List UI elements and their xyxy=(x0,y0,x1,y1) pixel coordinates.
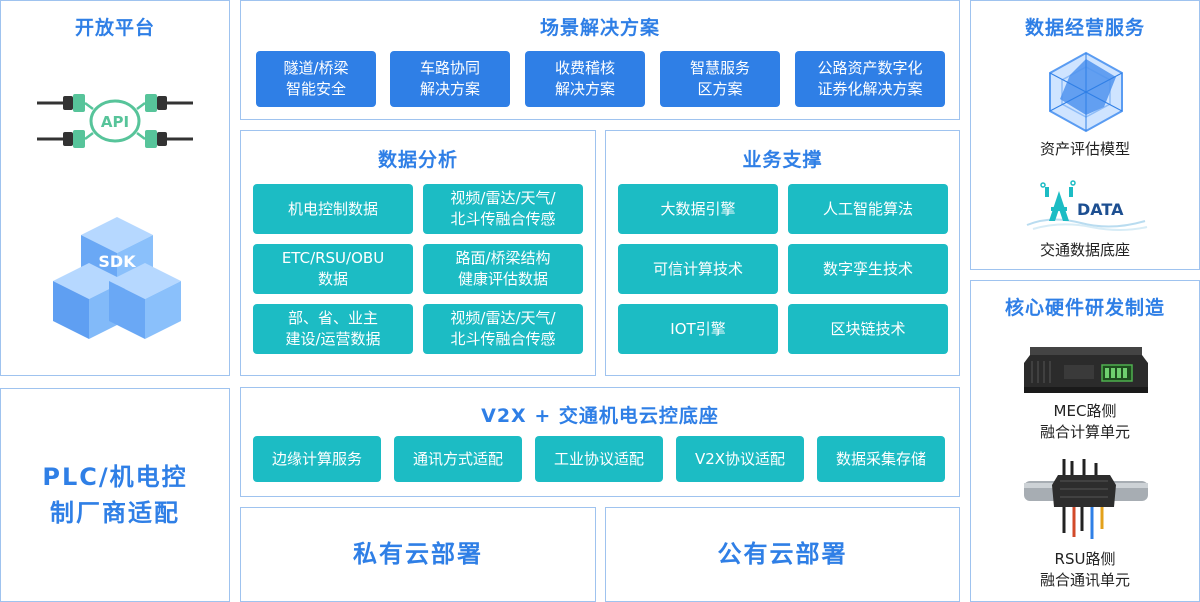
v2x-tile-industrial-protocol: 工业协议适配 xyxy=(535,436,663,482)
analysis-tile-4: 路面/桥梁结构 健康评估数据 xyxy=(423,244,583,294)
v2x-tile-edge-computing: 边缘计算服务 xyxy=(253,436,381,482)
business-support-title: 业务支撑 xyxy=(742,149,823,171)
mec-unit-label: MEC路侧 融合计算单元 xyxy=(1039,402,1130,441)
mec-device-icon xyxy=(1024,347,1148,393)
data-analysis-panel: 数据分析 机电控制数据 视频/雷达/天气/ 北斗传融合传感 ETC/RSU/OB… xyxy=(240,130,596,376)
data-platform-icon: DATA xyxy=(1026,180,1148,231)
private-cloud-panel: 私有云部署 xyxy=(240,507,596,602)
v2x-tile-v2x-protocol: V2X协议适配 xyxy=(676,436,804,482)
scenario-tile-service-area: 智慧服务 区方案 xyxy=(660,51,780,107)
public-cloud-label: 公有云部署 xyxy=(717,540,848,568)
support-tile-1: 大数据引擎 xyxy=(618,184,778,234)
analysis-tile-2: 视频/雷达/天气/ 北斗传融合传感 xyxy=(423,184,583,234)
support-tile-6: 区块链技术 xyxy=(788,304,948,354)
data-ops-panel: 数据经营服务 资产评估模型 DATA 交通数据底座 xyxy=(970,0,1200,270)
v2x-base-panel: V2X + 交通机电云控底座 边缘计算服务 通讯方式适配 工业协议适配 V2X协… xyxy=(240,387,960,497)
open-platform-panel: 开放平台 API xyxy=(0,0,230,376)
support-tile-4: 数字孪生技术 xyxy=(788,244,948,294)
plc-adapter-title: PLC/机电控 制厂商适配 xyxy=(42,463,188,527)
hardware-panel: 核心硬件研发制造 MEC路侧 融合计算单元 xyxy=(970,280,1200,602)
v2x-tile-comm-adapter: 通讯方式适配 xyxy=(394,436,522,482)
analysis-tile-3: ETC/RSU/OBU 数据 xyxy=(253,244,413,294)
scenario-tile-asset-securitization: 公路资产数字化 证券化解决方案 xyxy=(795,51,945,107)
traffic-data-base-label: 交通数据底座 xyxy=(1039,241,1130,259)
api-plug-icon: API xyxy=(37,94,193,148)
data-logo-text: DATA xyxy=(1077,200,1124,219)
support-tile-5: IOT引擎 xyxy=(618,304,778,354)
scenario-tile-toll-audit: 收费稽核 解决方案 xyxy=(525,51,645,107)
data-analysis-title: 数据分析 xyxy=(377,149,458,171)
analysis-tile-5: 部、省、业主 建设/运营数据 xyxy=(253,304,413,354)
scenario-solutions-panel: 场景解决方案 隧道/桥梁 智能安全 车路协同 解决方案 收费稽核 解决方案 智慧… xyxy=(240,0,960,120)
open-platform-title: 开放平台 xyxy=(74,17,155,39)
sdk-label: SDK xyxy=(98,252,136,271)
public-cloud-panel: 公有云部署 xyxy=(605,507,960,602)
rsu-unit-label: RSU路侧 融合通讯单元 xyxy=(1039,550,1130,589)
support-tile-2: 人工智能算法 xyxy=(788,184,948,234)
support-tile-3: 可信计算技术 xyxy=(618,244,778,294)
hardware-title: 核心硬件研发制造 xyxy=(1004,297,1165,319)
plc-adapter-panel: PLC/机电控 制厂商适配 xyxy=(0,388,230,602)
asset-model-label: 资产评估模型 xyxy=(1039,140,1130,158)
api-label: API xyxy=(101,113,129,131)
v2x-title: V2X + 交通机电云控底座 xyxy=(481,405,719,427)
rsu-device-icon xyxy=(1024,459,1148,539)
scenario-tile-tunnel-bridge: 隧道/桥梁 智能安全 xyxy=(256,51,376,107)
radar-chart-icon xyxy=(1049,51,1123,133)
private-cloud-label: 私有云部署 xyxy=(353,540,483,568)
analysis-tile-6: 视频/雷达/天气/ 北斗传融合传感 xyxy=(423,304,583,354)
sdk-cubes-icon: SDK xyxy=(53,217,181,339)
v2x-tile-data-storage: 数据采集存储 xyxy=(817,436,945,482)
data-ops-title: 数据经营服务 xyxy=(1024,17,1145,39)
scenario-tile-v2x: 车路协同 解决方案 xyxy=(390,51,510,107)
scenario-title: 场景解决方案 xyxy=(539,17,660,39)
business-support-panel: 业务支撑 大数据引擎 人工智能算法 可信计算技术 数字孪生技术 IOT引擎 区块… xyxy=(605,130,960,376)
analysis-tile-1: 机电控制数据 xyxy=(253,184,413,234)
